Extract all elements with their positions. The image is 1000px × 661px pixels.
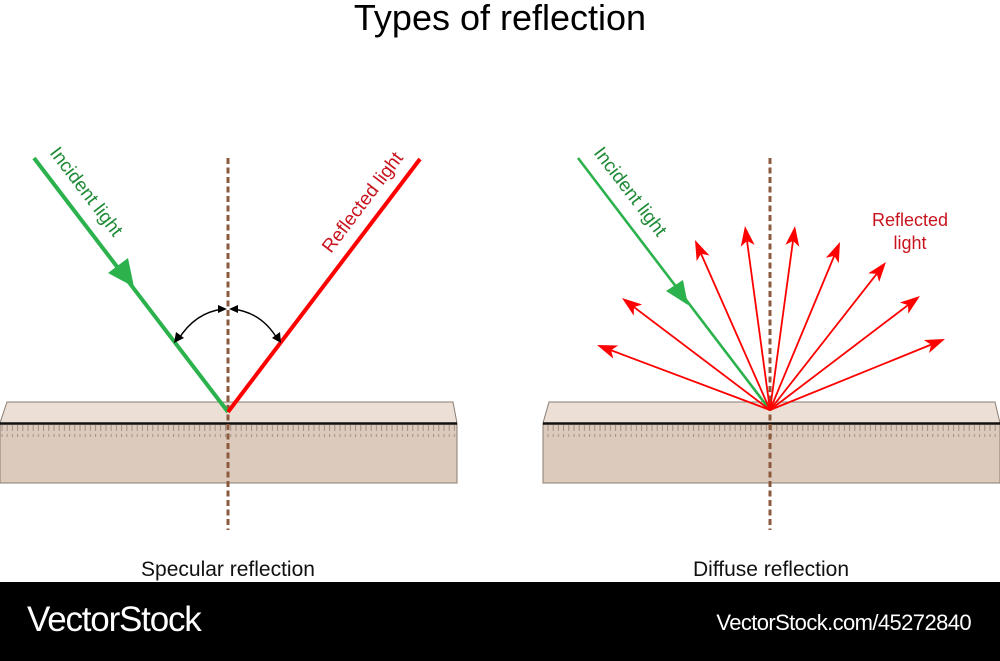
reflected-ray-arrowhead-5 (785, 226, 800, 247)
reflected-ray-5 (769, 240, 794, 411)
reflected-light-label: Reflected light (318, 148, 408, 257)
diffuse-surface (542, 401, 1000, 484)
reflected-ray-arrowhead-2 (622, 298, 643, 316)
arc-arrowhead-right-outer (272, 332, 281, 343)
surface-top-face (542, 401, 1000, 424)
specular-panel: Incident light Reflected light Specular … (0, 143, 458, 581)
reflected-light-label-line1: Reflected (872, 210, 948, 230)
reflected-ray-arrowhead-9 (923, 339, 945, 354)
arc-arrowhead-right-inner (229, 305, 238, 313)
reflected-light-label-line2: light (893, 233, 926, 253)
incident-ray (576, 157, 772, 411)
reflection-angle-arc (231, 308, 279, 341)
specular-surface (0, 401, 458, 484)
arc-arrowhead-left-outer (174, 332, 184, 343)
reflected-ray-4 (746, 240, 771, 411)
reflected-ray-8 (769, 304, 909, 411)
diffuse-caption: Diffuse reflection (693, 558, 849, 581)
surface-texture (544, 425, 999, 437)
incident-arrowhead (666, 280, 688, 305)
arc-arrowhead-left-inner (218, 305, 227, 313)
reflection-diagram: Types of reflection Incident light Refle (0, 0, 1000, 581)
reflected-ray-arrowhead-1 (597, 345, 619, 359)
reflected-ray-7 (769, 273, 878, 411)
page-title: Types of reflection (354, 0, 646, 38)
reflected-ray-3 (700, 253, 771, 411)
reflected-ray-9 (769, 343, 932, 411)
reflected-ray-1 (610, 349, 771, 411)
reflected-ray-arrowhead-7 (868, 262, 886, 283)
reflected-ray-arrowhead-3 (695, 240, 710, 262)
incidence-angle-arc (177, 308, 225, 341)
reflected-ray-6 (769, 255, 836, 411)
reflected-ray-arrowhead-6 (825, 242, 840, 264)
reflected-ray-arrowhead-8 (899, 296, 920, 314)
reflected-ray-arrowhead-4 (740, 226, 755, 247)
footer-bar: VectorStock VectorStock.com/45272840 (0, 582, 1000, 661)
image-reference: VectorStock.com/45272840 (716, 610, 971, 635)
reflected-ray (226, 157, 422, 414)
angle-marker (174, 305, 281, 343)
surface-texture (1, 425, 456, 437)
diffuse-panel: Incident light Reflected light Diffuse r… (542, 143, 1000, 581)
incident-arrowhead (108, 258, 134, 287)
specular-caption: Specular reflection (141, 558, 315, 581)
reflected-ray-2 (633, 306, 771, 411)
diffuse-reflected-rays (597, 226, 945, 411)
brand-logo: VectorStock (27, 600, 202, 639)
